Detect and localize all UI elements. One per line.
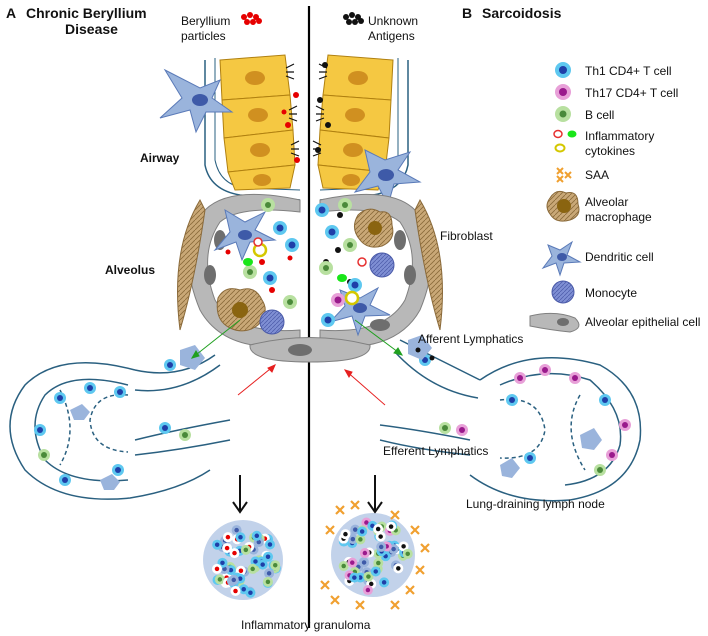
beryllium-label-line1: Beryllium <box>181 14 231 28</box>
epithelial-cell-icon <box>529 312 580 333</box>
lymph-node-label: Lung-draining lymph node <box>466 497 605 511</box>
granuloma-arrow-left <box>232 475 248 514</box>
airway-epithelium-right <box>317 54 394 191</box>
legend-label-bcell: B cell <box>585 108 615 122</box>
legend-label-cytokines-line1: Inflammatory <box>585 129 655 143</box>
macrophage-right <box>354 208 394 248</box>
saa-icon <box>556 167 572 183</box>
b-cell-icon <box>555 106 571 122</box>
alveolus-cells-right <box>315 198 367 327</box>
granuloma-label: Inflammatory granuloma <box>241 618 371 632</box>
alveolus-label: Alveolus <box>105 263 156 277</box>
alveolar-epithelial-bottom <box>249 337 371 363</box>
afferent-lymphatics-label: Afferent Lymphatics <box>418 332 524 346</box>
cytokines-icon <box>553 129 577 153</box>
afferent-arrow-right <box>354 319 404 356</box>
legend-icons <box>529 62 582 333</box>
legend-label-macrophage-line1: Alveolar <box>585 195 629 209</box>
dendritic-cell-airway-left <box>159 68 234 134</box>
dendritic-cell-alveolus-left <box>213 208 277 262</box>
airway-epithelium-left <box>219 54 296 191</box>
legend-label-cytokines-line2: cytokines <box>585 144 636 158</box>
panel-a-letter: A <box>6 5 17 21</box>
antigen-icon <box>343 12 364 25</box>
legend-label-epithelial: Alveolar epithelial cell <box>585 315 701 329</box>
saa-molecules <box>320 500 430 610</box>
panel-b-letter: B <box>462 5 473 21</box>
unknown-antigens-label-line2: Antigens <box>368 29 415 43</box>
fibroblast-right <box>414 198 443 331</box>
legend-label-saa: SAA <box>585 168 610 182</box>
fibroblast-label: Fibroblast <box>440 229 493 243</box>
macrophage-left <box>216 288 266 332</box>
panel-a-title-line1: Chronic Beryllium <box>26 5 147 21</box>
afferent-arrow-left <box>190 319 241 359</box>
alveolus-cells-left <box>243 198 299 309</box>
granuloma-right <box>331 513 415 597</box>
efferent-arrow-left <box>237 364 276 396</box>
dendritic-cell-airway-right <box>353 149 422 207</box>
monocyte-right <box>369 252 395 278</box>
beryllium-particles <box>225 92 300 293</box>
efferent-arrow-right <box>343 369 386 406</box>
dendritic-cell-icon <box>541 240 582 277</box>
monocyte-icon <box>551 280 575 304</box>
th17-cell-icon <box>555 84 571 100</box>
fibroblast-left <box>177 198 206 331</box>
legend-label-macrophage-line2: macrophage <box>585 210 652 224</box>
beryllium-icon <box>241 12 262 25</box>
legend-label-monocyte: Monocyte <box>585 286 638 300</box>
beryllium-label-line2: particles <box>181 29 226 43</box>
macrophage-icon <box>546 190 580 222</box>
granuloma-arrow-right <box>367 475 383 514</box>
monocyte-left <box>259 309 285 335</box>
panel-a-title-line2: Disease <box>65 21 118 37</box>
legend-label-th17: Th17 CD4+ T cell <box>585 86 679 100</box>
efferent-lymphatics-label: Efferent Lymphatics <box>383 444 489 458</box>
granuloma-left <box>203 520 283 600</box>
legend-label-dendritic: Dendritic cell <box>585 250 654 264</box>
airway-label: Airway <box>140 151 180 165</box>
legend-label-th1: Th1 CD4+ T cell <box>585 64 672 78</box>
th1-cell-icon <box>555 62 571 78</box>
lymph-cells-right <box>408 335 631 478</box>
unknown-antigens-label-line1: Unknown <box>368 14 419 28</box>
panel-b-title: Sarcoidosis <box>482 5 562 21</box>
